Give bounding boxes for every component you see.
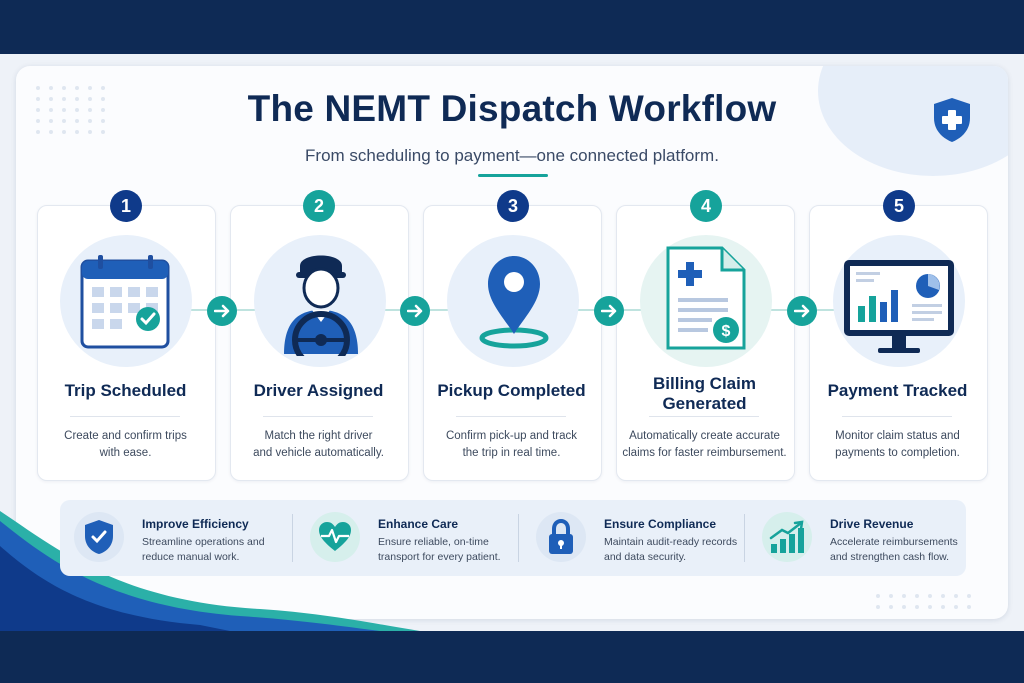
shield-check-icon [74,512,124,562]
description-line: Automatically create accurate [629,430,780,442]
step-description: Confirm pick-up and track the trip in re… [423,428,600,462]
step-description: Monitor claim status and payments to com… [809,428,986,462]
benefit-description: Streamline operations and reduce manual … [142,535,292,565]
step-title: Pickup Completed [437,381,586,400]
benefit-separator [518,514,519,562]
dot-pattern-top-left [36,86,107,134]
benefit-description-line: and data security. [604,551,687,563]
benefit-description-line: Accelerate reimbursements [830,536,958,548]
description-line: Confirm pick-up and track [445,430,578,442]
step-title: Driver Assigned [253,381,384,400]
benefit-title: Enhance Care [378,517,459,531]
benefit-title: Ensure Compliance [604,517,717,531]
page-title: The NEMT Dispatch Workflow [247,88,777,129]
step-title: Trip Scheduled [64,381,187,400]
arrow-right-icon [594,296,624,326]
description-line: with ease. [99,447,152,459]
svg-text:$: $ [722,323,731,340]
page-subtitle: From scheduling to payment—one connected… [305,146,719,165]
description-line: Create and confirm trips [64,430,187,442]
step-title: Payment Tracked [827,381,968,400]
title-underline [478,174,548,177]
padlock-icon [536,512,586,562]
benefit-description-line: Maintain audit-ready records [604,536,738,548]
medical-shield-icon [934,98,970,142]
driver-icon [284,255,358,356]
bottom-band [0,631,1024,683]
divider [456,416,566,417]
location-pin-icon [479,256,549,349]
step-title: Billing Claim Generated [616,374,793,414]
wave-decoration [0,511,420,631]
benefit-description-line: transport for every patient. [378,551,501,563]
benefit-description: Maintain audit-ready records and data se… [604,535,754,565]
description-line: Match the right driver [264,430,373,442]
description-line: payments to completion. [835,447,960,459]
step-number-badge: 1 [110,190,142,222]
description-line: and vehicle automatically. [253,447,384,459]
step-number-badge: 3 [497,190,529,222]
step-number-badge: 5 [883,190,915,222]
benefit-description-line: Streamline operations and [142,536,265,548]
arrow-right-icon [207,296,237,326]
step-description: Create and confirm trips with ease. [37,428,214,462]
divider [70,416,180,417]
arrow-right-icon [400,296,430,326]
benefit-description-line: reduce manual work. [142,551,240,563]
dot-pattern-bottom-right [876,594,973,609]
benefit-description-line: Ensure reliable, on-time [378,536,489,548]
step-title-line: Generated [662,394,747,413]
growth-chart-icon [762,512,812,562]
medical-claim-icon: $ [666,246,746,350]
divider [842,416,952,417]
benefit-title: Drive Revenue [830,517,914,531]
benefit-separator [744,514,745,562]
dashboard-monitor-icon [844,260,954,353]
step-number-badge: 2 [303,190,335,222]
benefits-strip: Improve Efficiency Streamline operations… [60,500,966,576]
description-line: claims for faster reimbursement. [622,447,787,459]
description-line: the trip in real time. [462,447,561,459]
description-line: Monitor claim status and [835,430,960,442]
benefit-description-line: and strengthen cash flow. [830,551,950,563]
step-description: Match the right driver and vehicle autom… [230,428,407,462]
benefit-title: Improve Efficiency [142,517,249,531]
step-description: Automatically create accurate claims for… [616,428,793,462]
benefit-description: Ensure reliable, on-time transport for e… [378,535,528,565]
top-band [0,0,1024,54]
arrow-right-icon [787,296,817,326]
divider [263,416,373,417]
step-title-line: Billing Claim [653,374,756,393]
benefit-description: Accelerate reimbursements and strengthen… [830,535,980,565]
benefit-separator [292,514,293,562]
heart-pulse-icon [310,512,360,562]
divider [649,416,759,417]
step-number-badge: 4 [690,190,722,222]
calendar-icon [80,255,170,349]
